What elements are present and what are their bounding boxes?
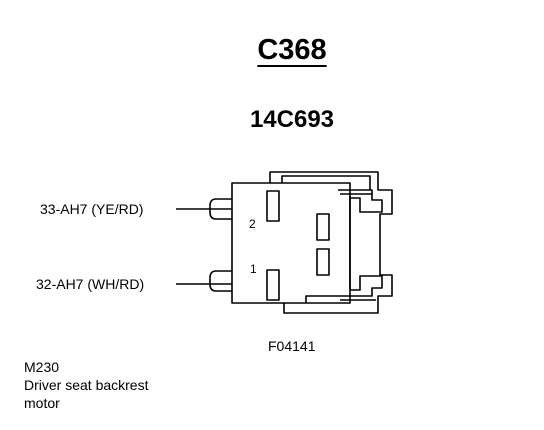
wire-label-pin-2: 33-AH7 (YE/RD) [40,201,144,217]
connector-part-number: 14C693 [249,106,335,133]
connector-body [231,182,351,304]
pin-number-1: 1 [250,262,257,276]
component-code: M230 [24,359,60,375]
center-cavity-top [316,213,330,241]
pin-cavity-2 [266,190,280,222]
pin-number-2: 2 [249,217,256,231]
connector-id-title: C368 [257,34,327,66]
connector-housing-inner [281,175,371,190]
component-info: M230 Driver seat backrest motor [24,358,148,412]
figure-code: F04141 [268,338,316,354]
connector-tab-top [209,198,232,220]
component-description-line-1: Driver seat backrest [24,377,149,393]
component-description-line-2: motor [24,395,60,411]
center-cavity-bottom [316,248,330,276]
lower-latch [305,275,383,303]
pin-cavity-1 [266,269,280,301]
connector-tab-bottom [209,270,232,292]
connector-housing [269,171,393,314]
upper-latch [338,189,383,213]
wire-label-pin-1: 32-AH7 (WH/RD) [36,276,145,292]
